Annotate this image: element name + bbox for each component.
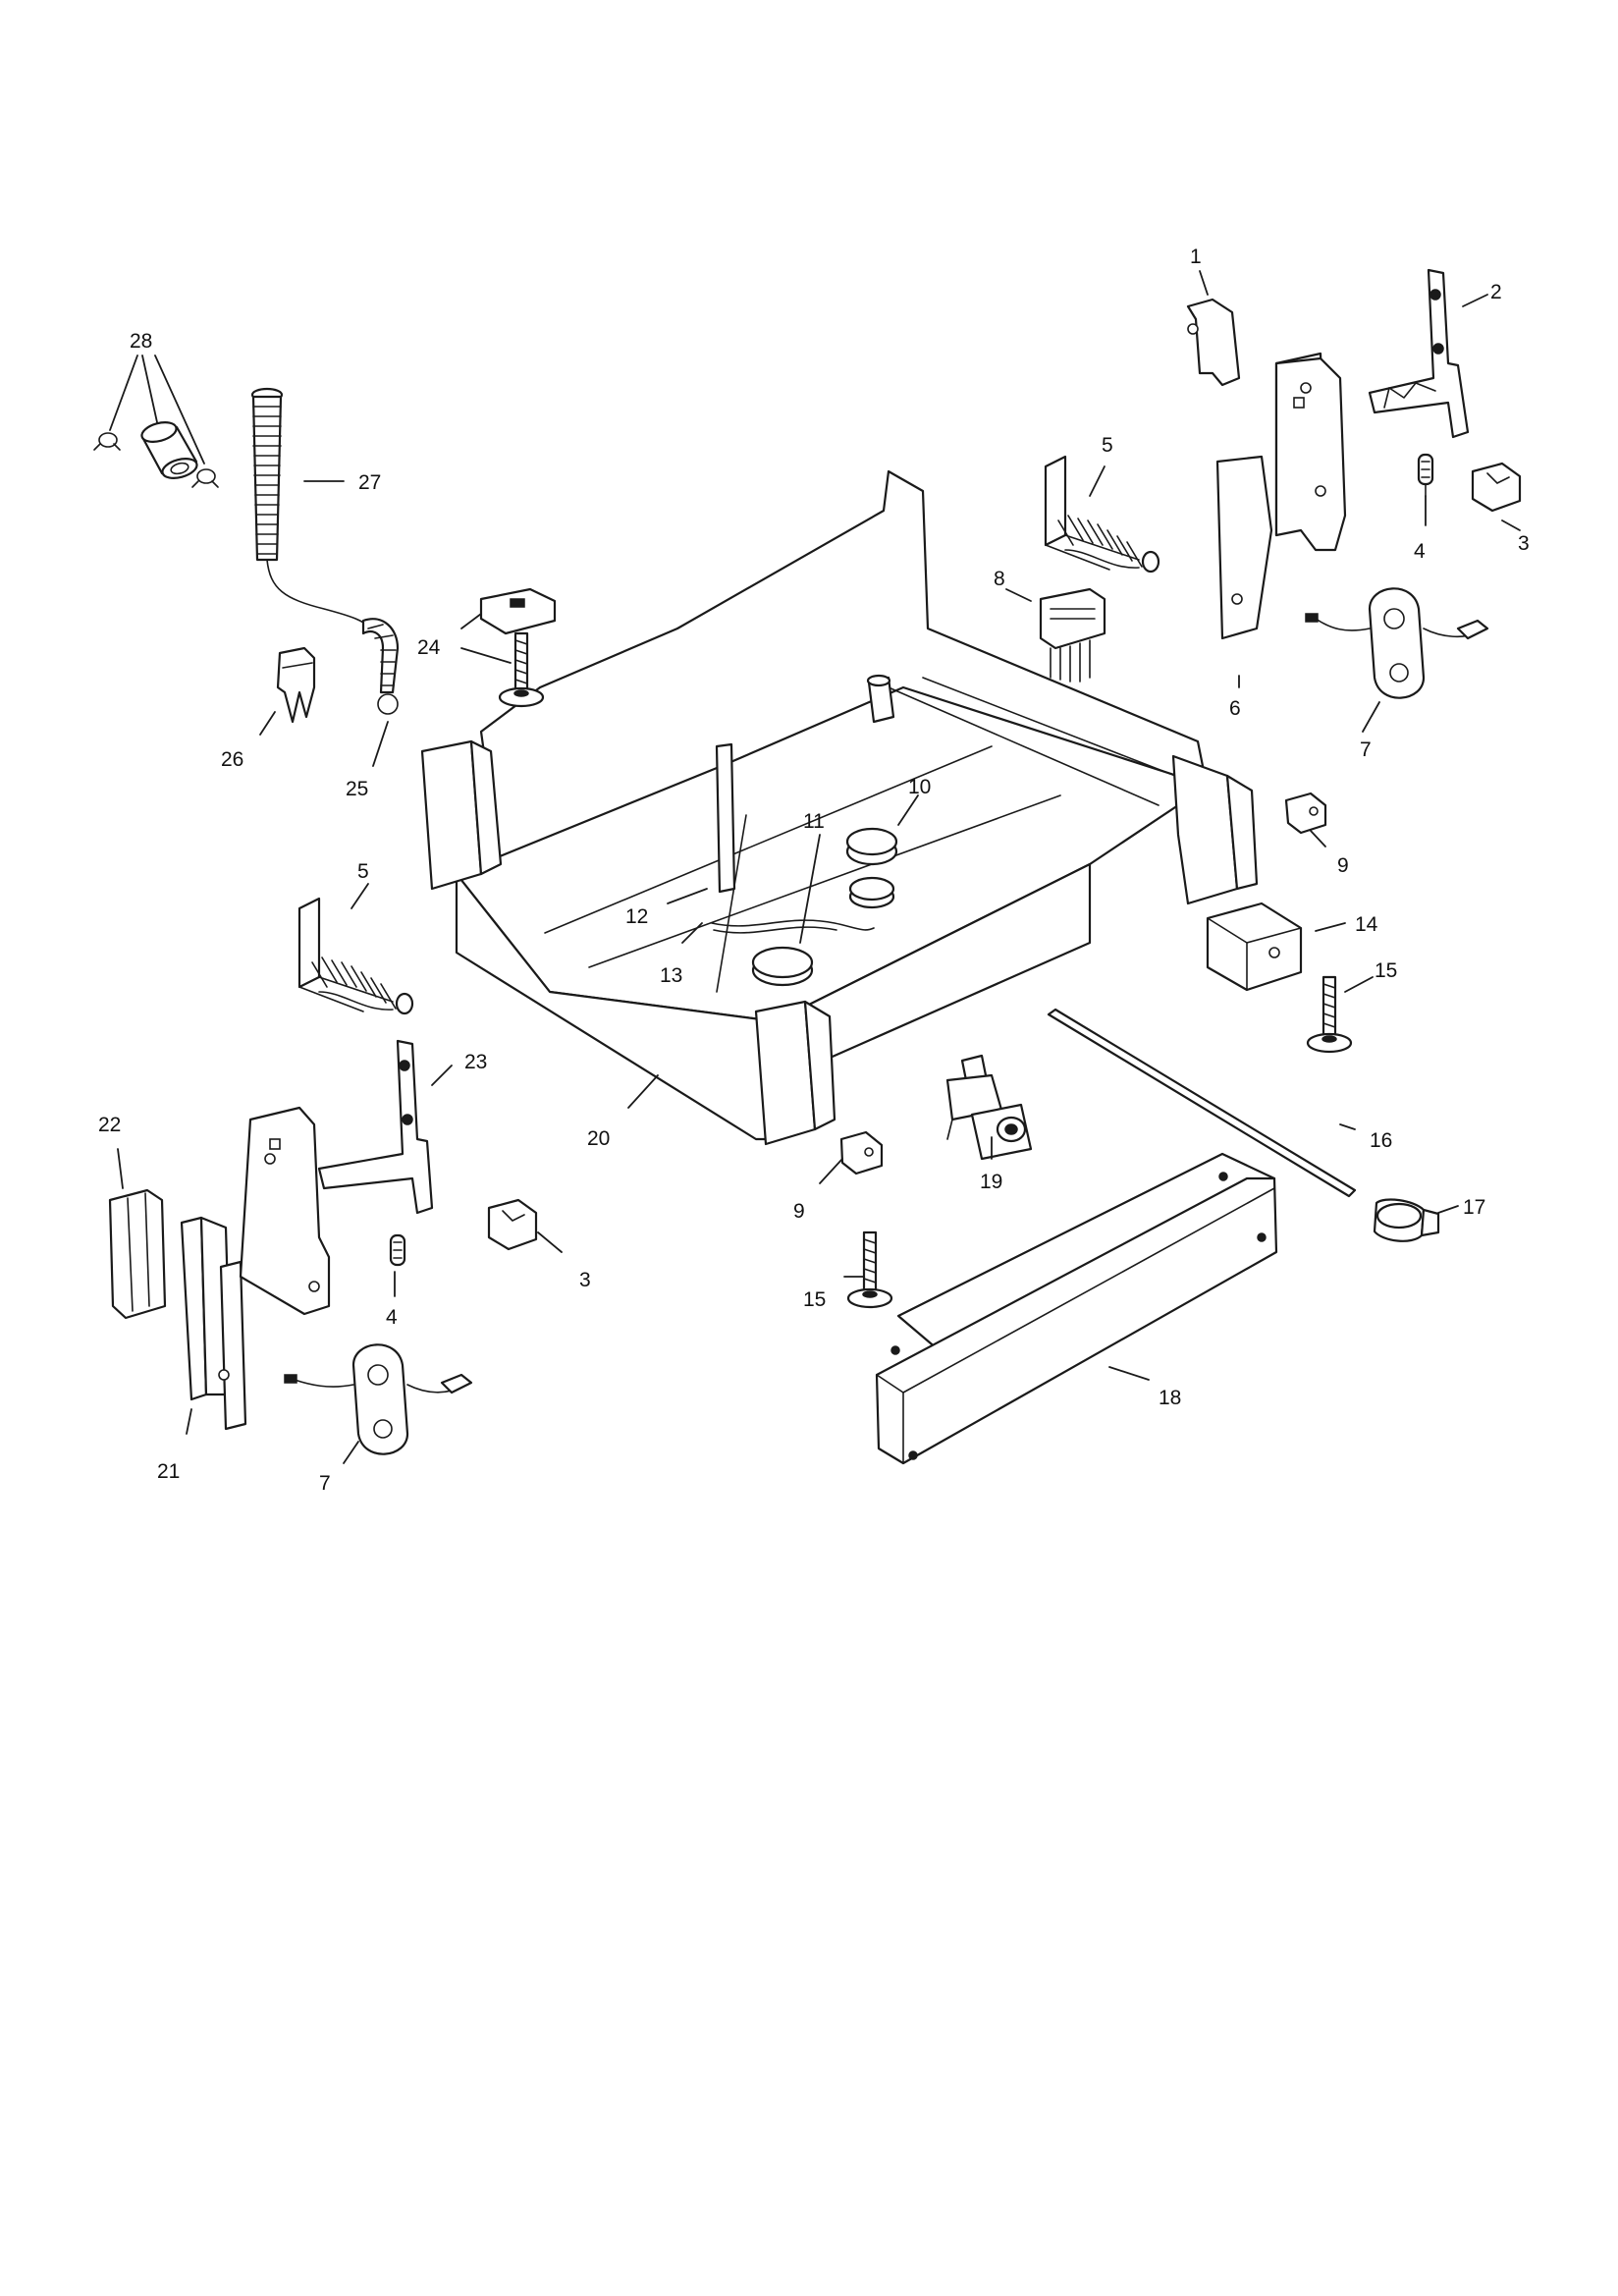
callout-6: 6: [1229, 697, 1241, 720]
callout-23: 23: [464, 1051, 487, 1073]
callout-25: 25: [346, 778, 368, 800]
part-1-bracket: [1186, 298, 1241, 387]
part-15-foot-center: [846, 1230, 893, 1309]
callout-27: 27: [358, 471, 381, 494]
part-7-motor-left: [284, 1343, 473, 1455]
callout-19: 19: [980, 1171, 1002, 1193]
callout-20: 20: [587, 1127, 610, 1150]
part-25-coupling: [361, 618, 400, 715]
callout-21: 21: [157, 1460, 180, 1483]
part-8-connector: [1039, 587, 1106, 683]
part-3-block-right: [1471, 462, 1522, 513]
callout-17: 17: [1463, 1196, 1485, 1219]
part-15-foot-right: [1306, 975, 1353, 1054]
callout-24: 24: [417, 636, 441, 659]
part-14-bracket: [1206, 902, 1303, 992]
part-17-cap: [1373, 1198, 1440, 1242]
part-23-hinge: [317, 1039, 434, 1215]
callout-18: 18: [1159, 1387, 1181, 1409]
part-7-motor-right: [1305, 587, 1489, 699]
callout-4: 4: [1414, 540, 1426, 563]
part-6-side-plate: [1215, 352, 1347, 640]
callout-9: 9: [793, 1200, 805, 1223]
callout-4: 4: [386, 1306, 398, 1329]
callout-14: 14: [1355, 913, 1378, 936]
callout-7: 7: [1360, 738, 1372, 761]
part-16-rod: [1047, 1008, 1357, 1198]
callout-13: 13: [660, 964, 682, 987]
leader-lines: [109, 270, 1521, 1464]
spring-right: [1044, 455, 1160, 574]
callout-2: 2: [1490, 281, 1502, 303]
callout-7: 7: [319, 1472, 331, 1495]
base-frame: [420, 469, 1259, 1146]
callout-26: 26: [221, 748, 243, 771]
callout-5: 5: [357, 860, 369, 883]
part-4-clip-left: [389, 1233, 406, 1267]
part-18-kickplate: [875, 1152, 1278, 1465]
callout-1: 1: [1190, 246, 1202, 268]
part-24-block: [479, 587, 557, 635]
part-22-rail: [108, 1188, 167, 1320]
callout-3: 3: [1518, 532, 1530, 555]
part-24-foot: [498, 631, 545, 708]
callout-5: 5: [1102, 434, 1113, 457]
part-27-hose: [250, 387, 372, 629]
part-2-hinge: [1368, 268, 1470, 439]
callout-10: 10: [908, 776, 931, 798]
callout-11: 11: [803, 810, 825, 833]
part-26-clip: [276, 646, 316, 724]
spring-left: [297, 897, 414, 1015]
part-9-clip-center: [839, 1130, 884, 1175]
part-3-block-left: [487, 1198, 538, 1251]
callout-15: 15: [803, 1288, 826, 1311]
callout-9: 9: [1337, 854, 1349, 877]
part-19-valve: [945, 1054, 1033, 1161]
part-9-clip-right: [1284, 792, 1327, 835]
part-4-clip-right: [1417, 453, 1434, 497]
callout-15: 15: [1375, 959, 1397, 982]
callout-16: 16: [1370, 1129, 1392, 1152]
callout-labels: 1 2 3 3 4 4 5 5 6 7 7 8 9 9 10 11 12 13 …: [98, 246, 1530, 1495]
callout-8: 8: [994, 568, 1005, 590]
part-21-side-plate: [180, 1216, 247, 1431]
callout-22: 22: [98, 1114, 121, 1136]
callout-28: 28: [130, 330, 152, 353]
part-21-upper-plate: [239, 1106, 331, 1316]
callout-3: 3: [579, 1269, 591, 1291]
callout-12: 12: [625, 905, 648, 928]
part-28-sleeve: [93, 421, 219, 488]
